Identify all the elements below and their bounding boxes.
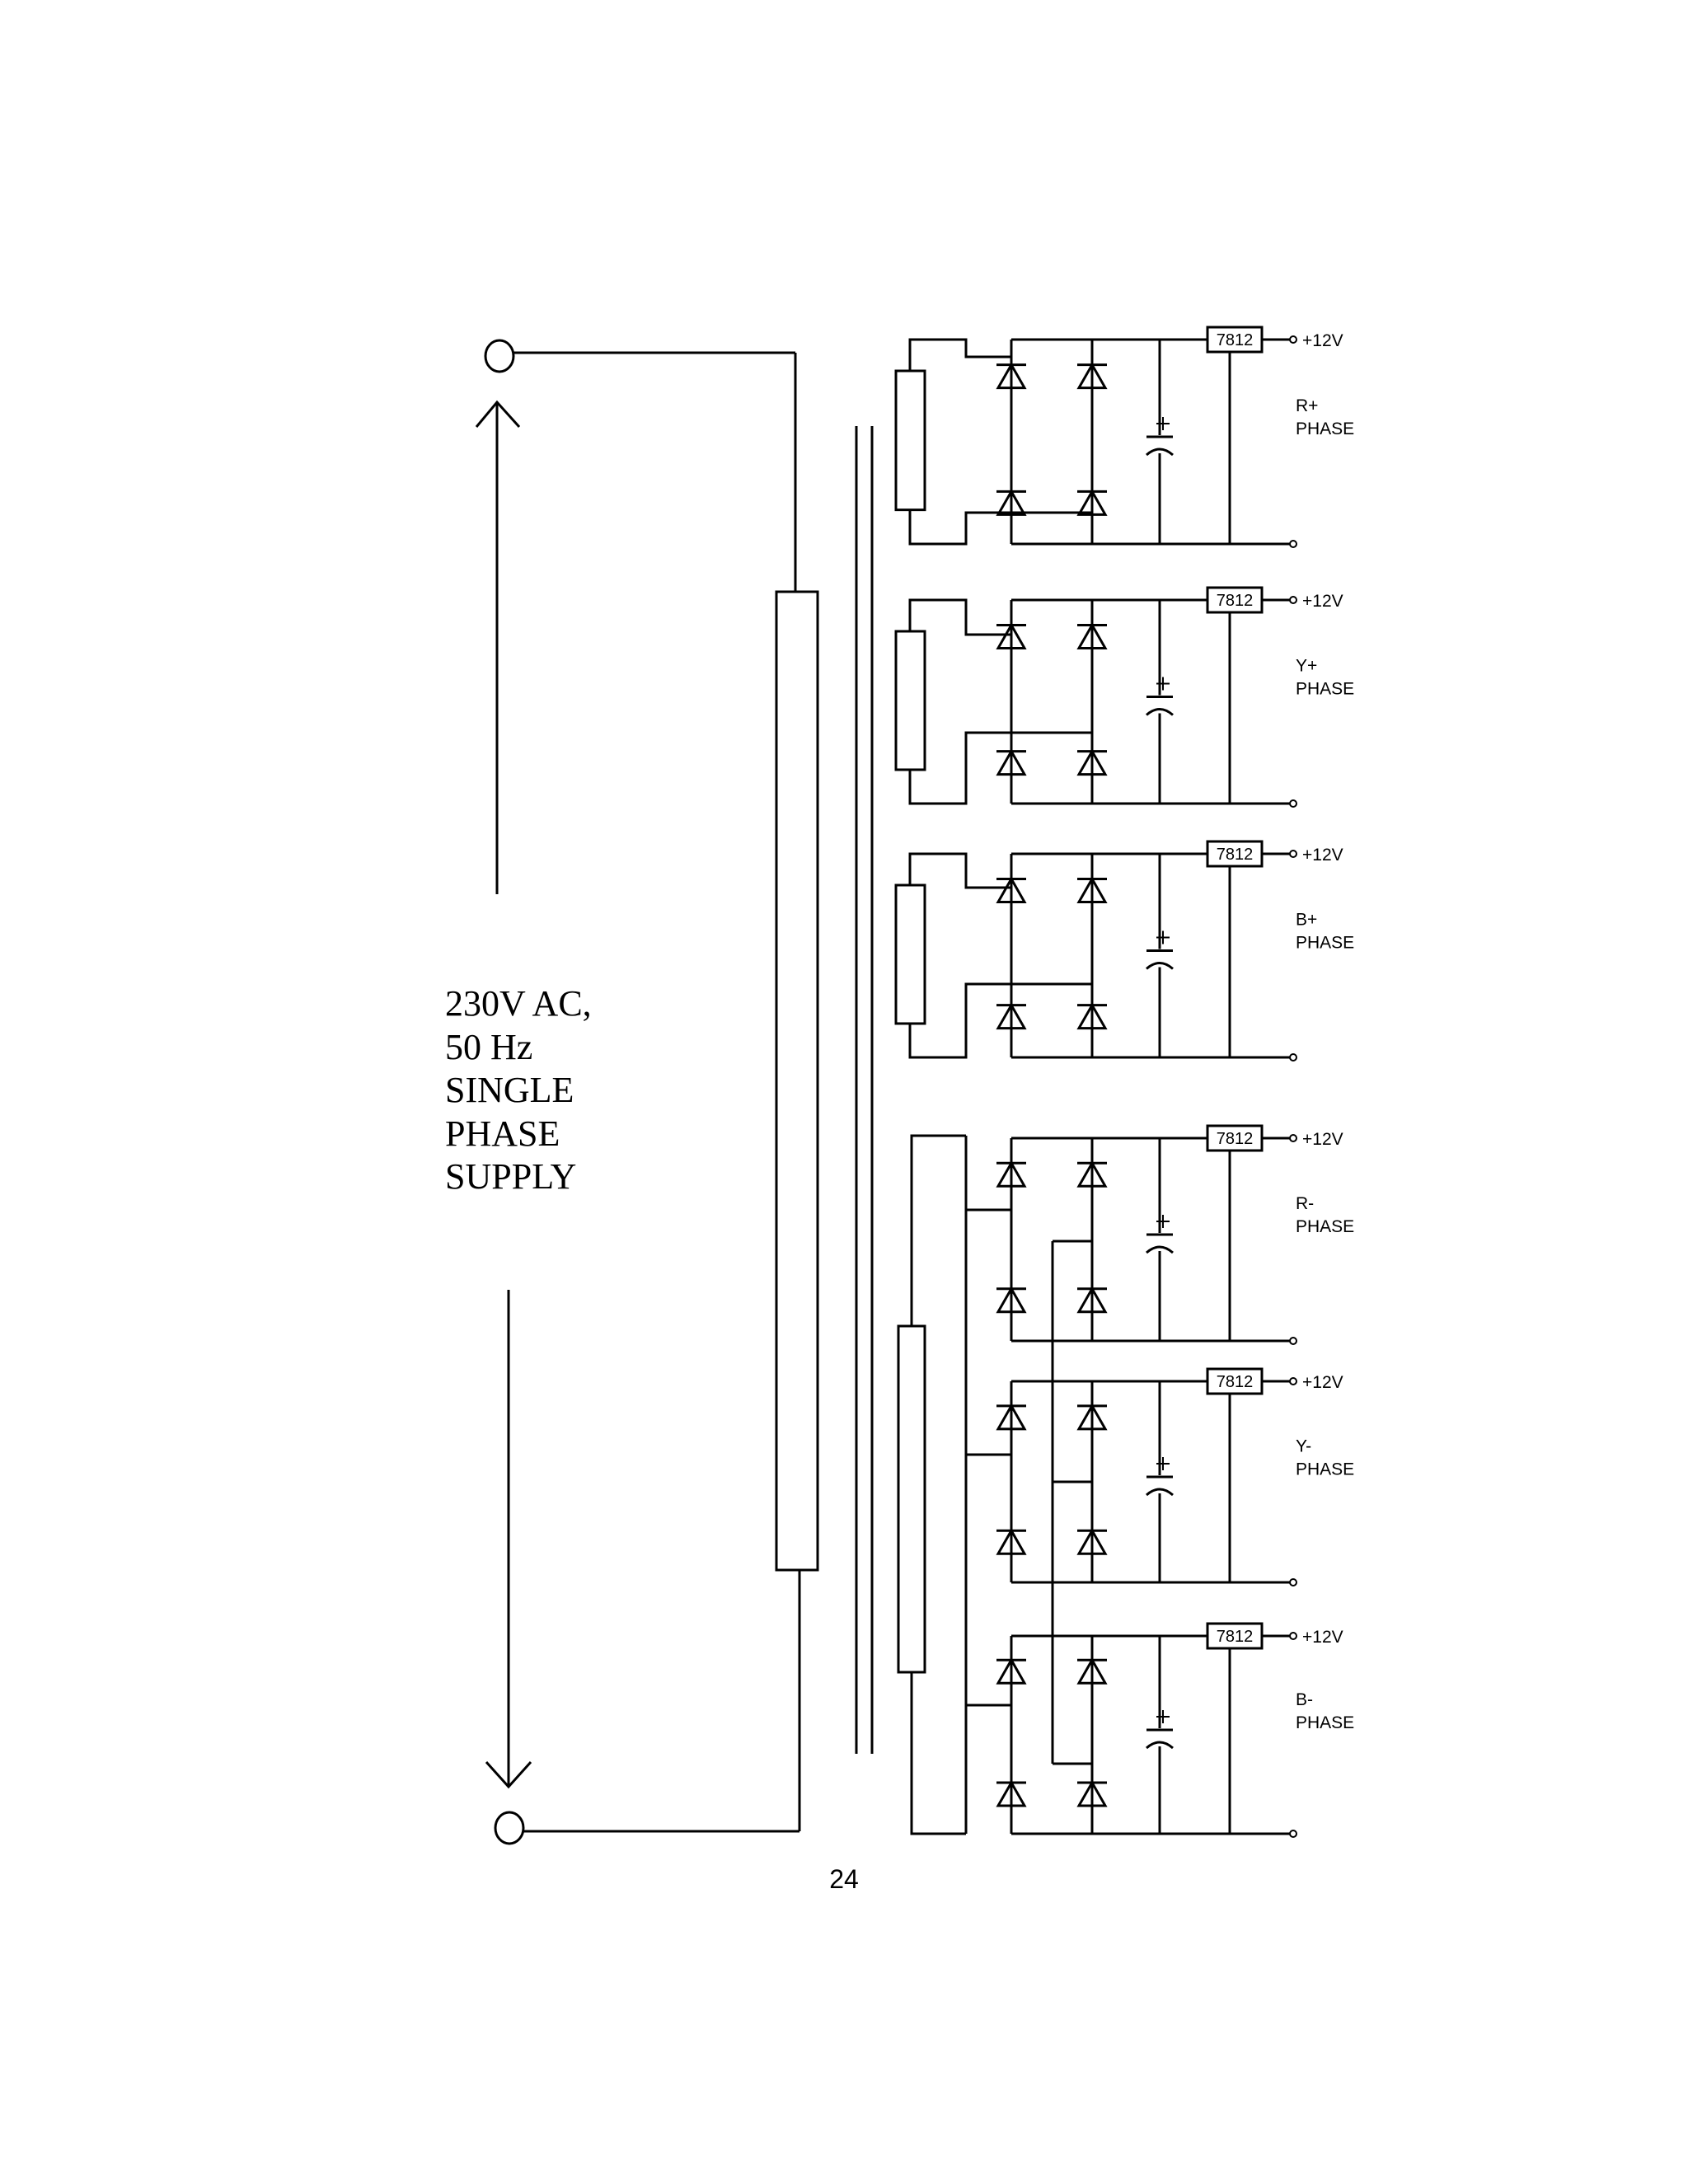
- output-terminal-positive: [1289, 1632, 1297, 1640]
- rectifier-module: 7812 +12V Y+ PHASE: [894, 586, 1354, 808]
- lower-secondary-winding: [897, 1324, 926, 1674]
- output-terminal-positive: [1289, 335, 1297, 344]
- regulator-7812: 7812: [1206, 1124, 1264, 1152]
- rectifier-modules: 7812 +12V R+ PHASE 7812 +12V Y+ PHASE 7812 +12V B+…: [894, 326, 1354, 1838]
- regulator-label: 7812: [1217, 1130, 1254, 1148]
- primary-winding: [775, 590, 819, 1572]
- diode-bottom-left: [996, 1286, 1027, 1314]
- capacitor: [1146, 600, 1174, 804]
- rectifier-module: 7812 +12V R+ PHASE: [894, 326, 1354, 548]
- output-voltage-label: +12V: [1302, 331, 1343, 350]
- diode-bottom-right: [1076, 1528, 1108, 1555]
- capacitor: [1146, 1636, 1174, 1834]
- output-voltage-label: +12V: [1302, 846, 1343, 865]
- phase-label: B+: [1296, 910, 1317, 929]
- secondary-winding: [894, 630, 926, 771]
- diode-bottom-right: [1076, 1002, 1108, 1030]
- output-terminal-ground: [1289, 1053, 1297, 1062]
- diode-top-right: [1076, 1657, 1108, 1685]
- regulator-7812: 7812: [1206, 586, 1264, 614]
- capacitor: [1146, 854, 1174, 1057]
- transformer: [775, 426, 874, 1754]
- diode-top-left: [996, 1160, 1027, 1188]
- output-terminal-ground: [1289, 1578, 1297, 1586]
- regulator-label: 7812: [1217, 331, 1254, 349]
- regulator-label: 7812: [1217, 1628, 1254, 1646]
- lower-secondary: [897, 1134, 1054, 1835]
- diode-top-left: [996, 1657, 1027, 1685]
- regulator-label: 7812: [1217, 1373, 1254, 1391]
- secondary-winding: [894, 883, 926, 1025]
- output-voltage-label: +12V: [1302, 1628, 1343, 1647]
- output-voltage-label: +12V: [1302, 592, 1343, 611]
- diode-bottom-left: [996, 1002, 1027, 1030]
- phase-label-suffix: PHASE: [1296, 1713, 1354, 1732]
- phase-label-suffix: PHASE: [1296, 419, 1354, 438]
- diode-top-left: [996, 1403, 1027, 1431]
- phase-label: Y-: [1296, 1436, 1311, 1455]
- diode-bottom-left: [996, 748, 1027, 776]
- output-terminal-positive: [1289, 596, 1297, 604]
- diode-bottom-right: [1076, 748, 1108, 776]
- diode-bottom-right: [1076, 1779, 1108, 1807]
- rectifier-module: 7812 +12V R- PHASE: [966, 1124, 1354, 1345]
- diode-top-right: [1076, 876, 1108, 903]
- rectifier-module: 7812 +12V B- PHASE: [966, 1622, 1354, 1838]
- output-voltage-label: +12V: [1302, 1373, 1343, 1392]
- capacitor: [1146, 340, 1174, 544]
- output-terminal-ground: [1289, 799, 1297, 808]
- supply-label-line-5: SUPPLY: [445, 1156, 576, 1197]
- diode-top-right: [1076, 1403, 1108, 1431]
- phase-label: Y+: [1296, 656, 1317, 675]
- phase-label-suffix: PHASE: [1296, 1460, 1354, 1479]
- phase-label-suffix: PHASE: [1296, 679, 1354, 698]
- input-supply: 230V AC, 50 Hz SINGLE PHASE SUPPLY: [445, 339, 801, 1845]
- phase-label-suffix: PHASE: [1296, 1217, 1354, 1236]
- diode-top-left: [996, 622, 1027, 649]
- diode-bottom-right: [1076, 1286, 1108, 1314]
- regulator-7812: 7812: [1206, 1367, 1264, 1395]
- regulator-label: 7812: [1217, 592, 1254, 610]
- output-terminal-ground: [1289, 1830, 1297, 1838]
- supply-label-line-2: 50 Hz: [445, 1027, 532, 1067]
- rectifier-module: 7812 +12V Y- PHASE: [966, 1367, 1354, 1586]
- output-terminal-ground: [1289, 1337, 1297, 1345]
- supply-label-line-4: PHASE: [445, 1113, 560, 1154]
- regulator-7812: 7812: [1206, 1622, 1264, 1650]
- supply-label-line-1: 230V AC,: [445, 983, 592, 1024]
- diode-top-left: [996, 876, 1027, 903]
- output-terminal-positive: [1289, 1134, 1297, 1142]
- capacitor: [1146, 1138, 1174, 1341]
- output-terminal-ground: [1289, 540, 1297, 548]
- output-terminal-positive: [1289, 850, 1297, 858]
- diode-top-right: [1076, 622, 1108, 649]
- supply-label-line-3: SINGLE: [445, 1070, 574, 1110]
- diode-bottom-left: [996, 1528, 1027, 1555]
- phase-label: R-: [1296, 1194, 1314, 1213]
- regulator-7812: 7812: [1206, 840, 1264, 868]
- output-voltage-label: +12V: [1302, 1130, 1343, 1149]
- capacitor: [1146, 1381, 1174, 1582]
- phase-label-suffix: PHASE: [1296, 933, 1354, 952]
- phase-label: R+: [1296, 396, 1318, 415]
- regulator-label: 7812: [1217, 846, 1254, 864]
- top-input-terminal: [484, 339, 515, 373]
- bottom-input-terminal: [494, 1811, 525, 1845]
- secondary-winding: [894, 369, 926, 512]
- diode-top-left: [996, 362, 1027, 390]
- diode-top-right: [1076, 362, 1108, 390]
- output-terminal-positive: [1289, 1377, 1297, 1385]
- diode-bottom-left: [996, 1779, 1027, 1807]
- diode-top-right: [1076, 1160, 1108, 1188]
- diode-bottom-right: [1076, 489, 1108, 516]
- phase-label: B-: [1296, 1690, 1313, 1709]
- rectifier-module: 7812 +12V B+ PHASE: [894, 840, 1354, 1062]
- regulator-7812: 7812: [1206, 326, 1264, 354]
- page-number: 24: [829, 1864, 859, 1894]
- diode-bottom-left: [996, 489, 1027, 516]
